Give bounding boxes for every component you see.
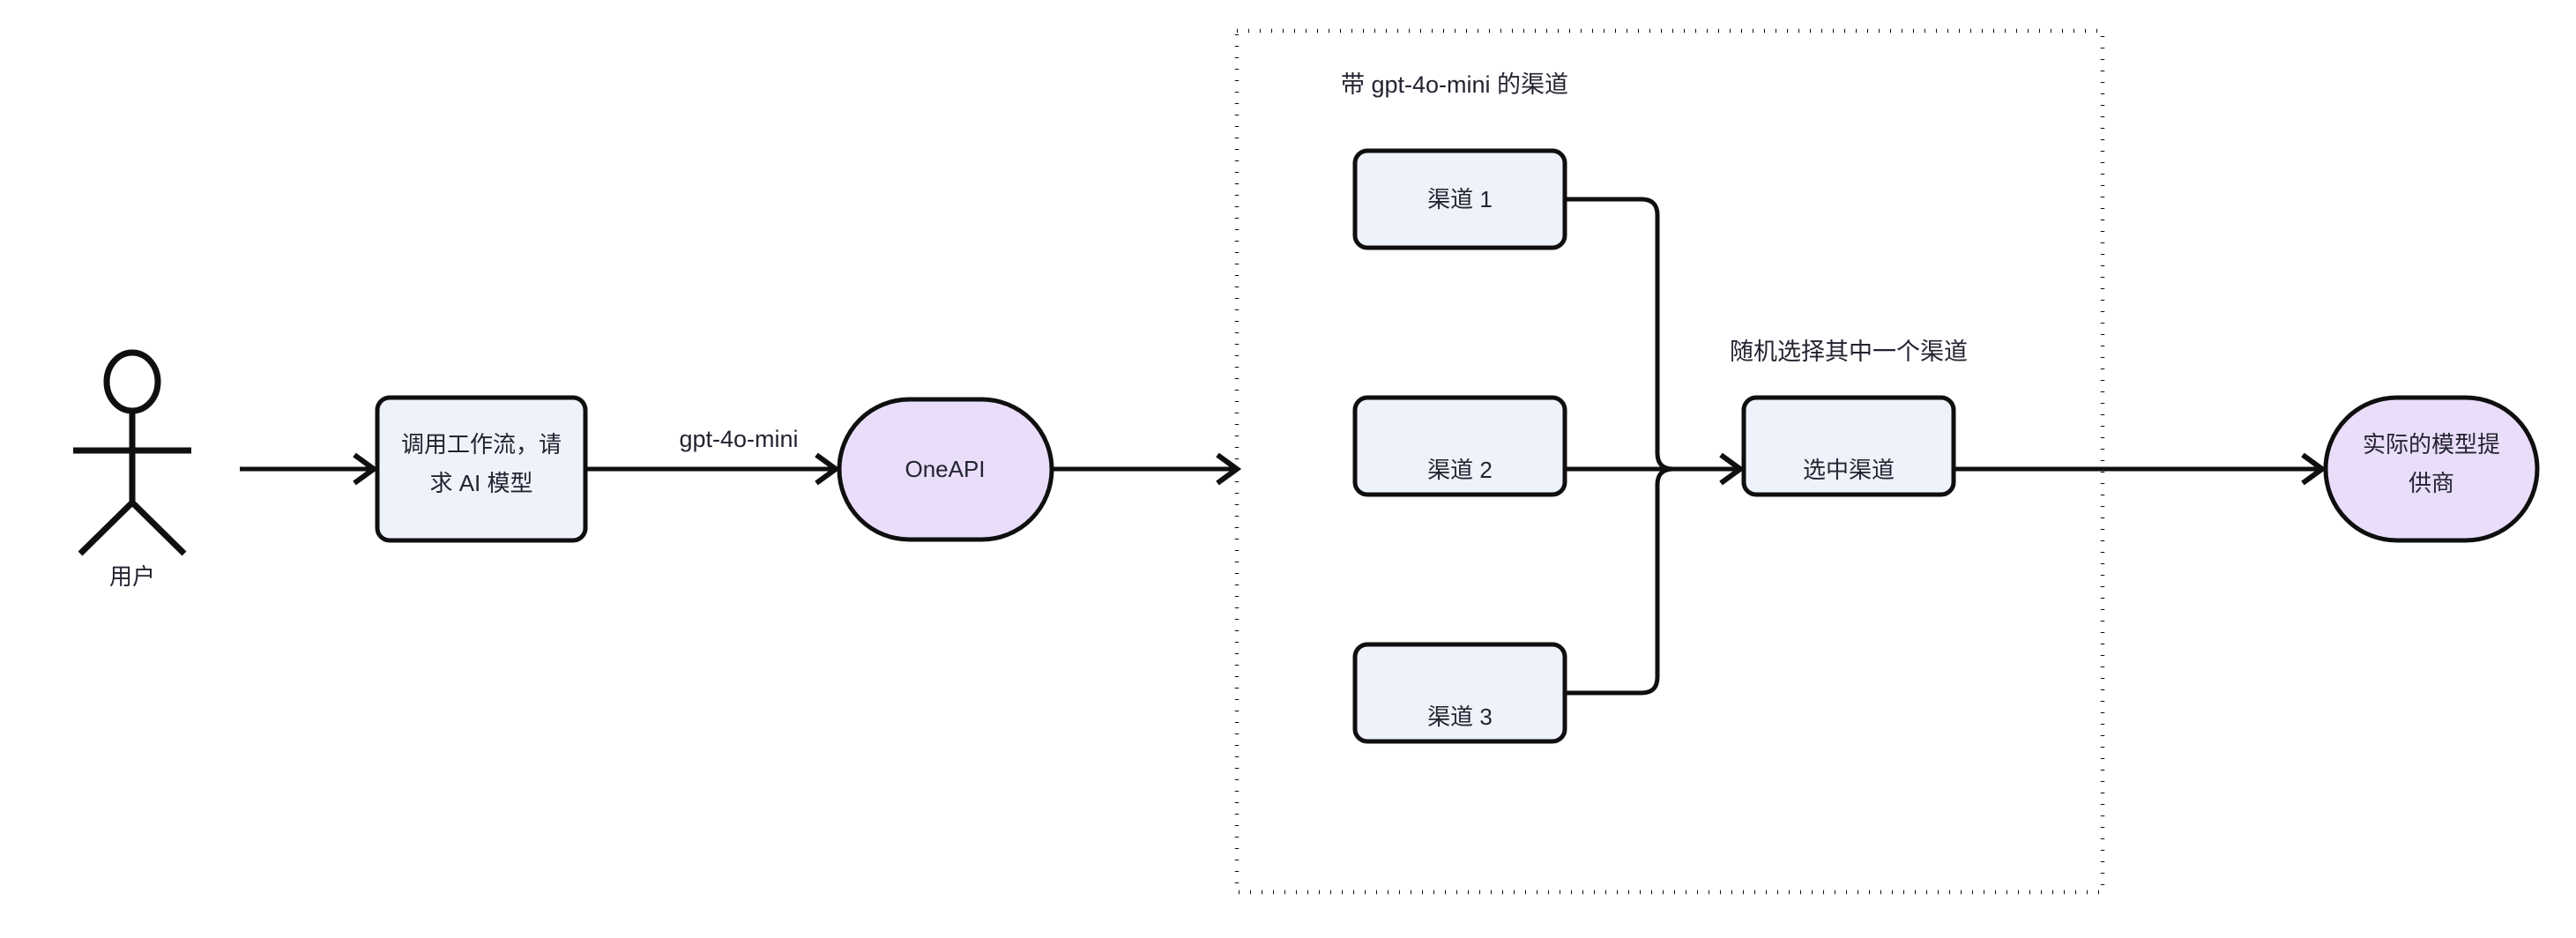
node-provider-shape[interactable] [2323,395,2540,543]
actor-right-leg-line [130,500,187,556]
node-workflow-label-line2: 求 AI 模型 [429,470,532,496]
arrow-head-icon [353,452,379,486]
node-channel-3-label: 渠道 3 [1427,704,1493,730]
user-actor: 用户 [73,349,191,590]
node-channel-2-shape[interactable] [1352,395,1567,497]
node-channel-1-label: 渠道 1 [1427,186,1493,212]
edge-workflow-to-oneapi: gpt-4o-mini [585,426,841,486]
arrow-head-icon [2301,452,2327,486]
node-workflow[interactable]: 调用工作流，请 求 AI 模型 [375,395,588,543]
arrow-head-icon [1719,452,1746,486]
actor-left-leg-line [78,500,135,556]
node-oneapi[interactable]: OneAPI [837,397,1054,542]
edge-label-model: gpt-4o-mini [679,426,798,452]
actor-label: 用户 [109,563,155,590]
arrow-head-icon [1216,452,1242,486]
node-provider-label-line2: 供商 [2408,470,2454,496]
node-provider-label-line1: 实际的模型提 [2363,431,2500,458]
channels-group-container: 带 gpt-4o-mini 的渠道 [1234,28,2105,895]
actor-head-icon [103,349,161,414]
node-selected-channel-shape[interactable] [1741,395,1956,497]
edge-actor-to-workflow [240,452,379,486]
node-channel-3[interactable]: 渠道 3 [1352,642,1567,744]
node-oneapi-label: OneAPI [905,456,985,482]
arrow-head-icon [815,452,841,486]
node-channel-1[interactable]: 渠道 1 [1352,148,1567,250]
edge-oneapi-to-group [1052,452,1242,486]
node-selected-channel-label: 选中渠道 [1803,457,1895,483]
node-channel-2-label: 渠道 2 [1427,457,1493,483]
edge-selected-to-provider [1954,452,2327,486]
node-workflow-label-line1: 调用工作流，请 [401,431,562,458]
edge-channel-3-line [1565,466,1737,696]
channels-group-label: 带 gpt-4o-mini 的渠道 [1341,71,1568,98]
node-workflow-shape[interactable] [375,395,588,543]
edge-channels-to-selected [1565,197,1746,696]
node-provider[interactable]: 实际的模型提 供商 [2323,395,2540,543]
node-channel-2[interactable]: 渠道 2 [1352,395,1567,497]
edge-label-random-select: 随机选择其中一个渠道 [1730,339,1968,365]
edge-channel-1-line [1565,197,1737,472]
node-selected-channel[interactable]: 选中渠道 随机选择其中一个渠道 [1730,339,1968,497]
